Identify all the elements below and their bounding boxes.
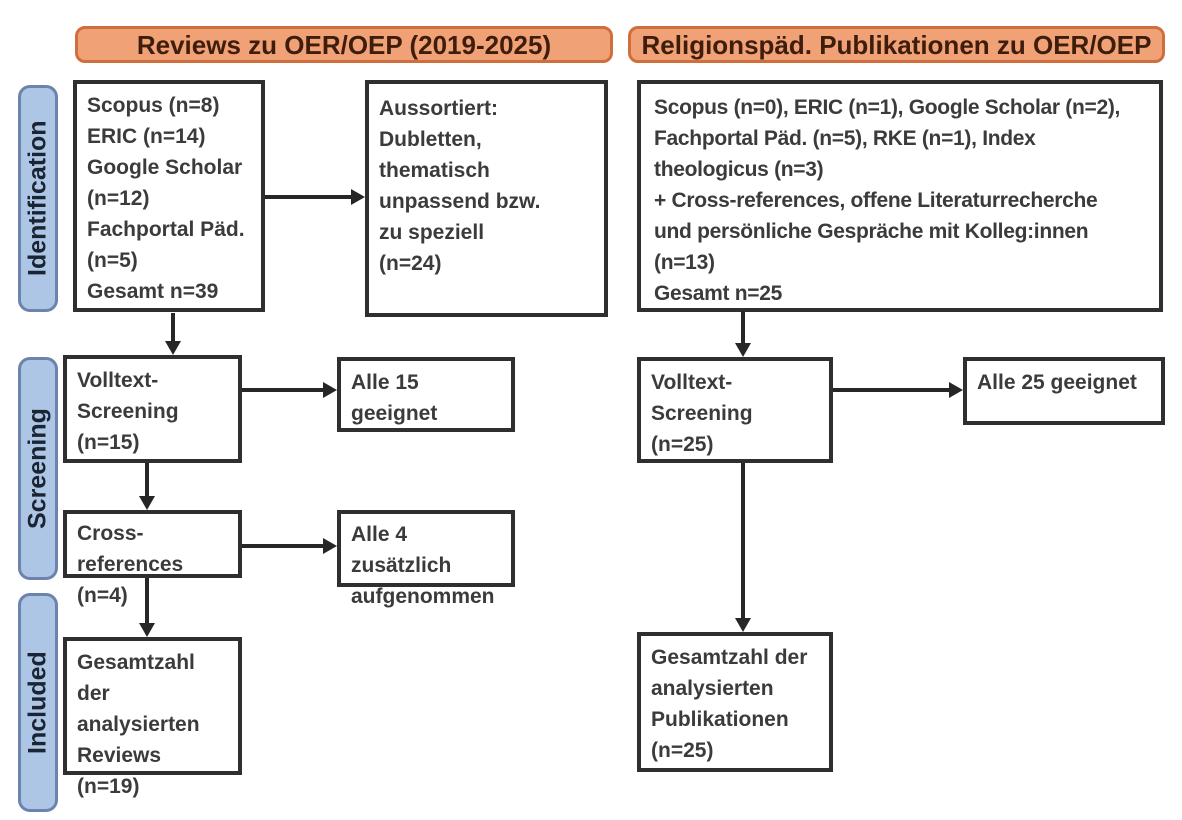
arrow-publications-screening-to-included [735, 463, 751, 632]
box-reviews-identification: Scopus (n=8) ERIC (n=14) Google Scholar … [73, 80, 265, 312]
box-reviews-included-total: Gesamtzahl der analysierten Reviews (n=1… [63, 637, 242, 798]
arrow-reviews-identification-to-excluded [265, 189, 365, 205]
column-header-religionspaed: Religionspäd. Publikationen zu OER/OEP [628, 26, 1165, 63]
stage-label-screening: Screening [18, 357, 58, 580]
arrow-reviews-identification-to-screening [165, 313, 181, 355]
arrow-reviews-crossref-to-included [139, 578, 155, 637]
arrow-reviews-screening-to-crossref [139, 463, 155, 510]
stage-label-identification: Identification [18, 85, 58, 312]
box-reviews-excluded: Aussortiert: Dubletten, thematisch unpas… [365, 80, 608, 317]
arrow-publications-identification-to-screening [735, 311, 751, 357]
box-publications-identification: Scopus (n=0), ERIC (n=1), Google Scholar… [637, 80, 1163, 312]
box-reviews-eligible: Alle 15 geeignet [337, 357, 515, 432]
arrow-reviews-crossref-to-added [242, 538, 337, 554]
column-header-reviews: Reviews zu OER/OEP (2019-2025) [75, 26, 613, 63]
box-publications-eligible: Alle 25 geeignet [963, 357, 1165, 425]
box-reviews-cross-references: Cross-references (n=4) [63, 510, 242, 607]
box-publications-included-total: Gesamtzahl der analysierten Publikatione… [637, 632, 833, 772]
arrow-reviews-screening-to-eligible [242, 382, 337, 398]
box-reviews-fulltext-screening: Volltext- Screening (n=15) [63, 355, 242, 463]
box-publications-fulltext-screening: Volltext- Screening (n=25) [637, 357, 833, 463]
stage-label-included: Included [18, 593, 58, 812]
box-reviews-added: Alle 4 zusätzlich aufgenommen [337, 510, 515, 608]
arrow-publications-screening-to-eligible [833, 382, 963, 398]
